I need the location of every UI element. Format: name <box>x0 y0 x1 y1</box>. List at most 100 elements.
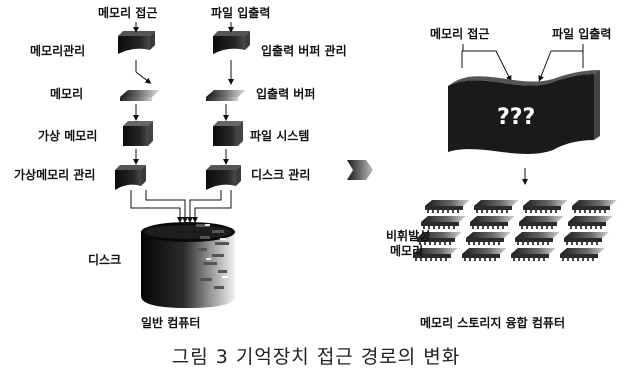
left-memory-slab <box>120 90 160 101</box>
nvm-chip <box>466 232 511 238</box>
left-virtual-memory-cube <box>123 121 153 146</box>
nvm-chip-pin <box>477 226 479 229</box>
nvm-chip-pin <box>491 210 493 213</box>
nvm-label-line1: 비휘발성 <box>386 228 430 243</box>
nvm-chip-pin <box>543 258 545 261</box>
figure-caption: 그림 3 기억장치 접근 경로의 변화 <box>171 346 461 368</box>
nvm-chip <box>462 248 507 254</box>
nvm-chip-pin <box>604 210 606 213</box>
left-memory-access-label: 메모리 접근 <box>98 5 157 20</box>
left-io-buffer-slab <box>206 90 246 101</box>
left-virtual-memory-manager-label: 가상메모리 관리 <box>14 167 95 182</box>
nvm-chip-pin <box>586 242 588 245</box>
nvm-chip-edge <box>462 254 500 258</box>
left-file-io-label: 파일 입출력 <box>211 5 270 20</box>
nvm-chip-edge <box>572 206 610 210</box>
nvm-chip-pin <box>452 210 454 213</box>
nvm-chip-grid <box>413 200 617 261</box>
nvm-chip <box>474 200 519 206</box>
nvm-chip-pin <box>542 242 544 245</box>
nvm-chip-pin <box>447 210 449 213</box>
nvm-chip-pin <box>547 242 549 245</box>
nvm-chip-pin <box>526 226 528 229</box>
nvm-chip-pin <box>533 258 535 261</box>
nvm-chip-pin <box>538 258 540 261</box>
nvm-chip-edge <box>413 254 451 258</box>
nvm-chip-pin <box>469 258 471 261</box>
nvm-chip-pin <box>425 258 427 261</box>
nvm-chip <box>515 232 560 238</box>
nvm-chip-pin <box>464 258 466 261</box>
nvm-chip-pin <box>541 226 543 229</box>
nvm-chip-edge <box>515 238 553 242</box>
nvm-chip-pin <box>472 226 474 229</box>
nvm-chip-pin <box>585 226 587 229</box>
left-disk-manager-block <box>206 165 241 190</box>
nvm-chip-pin <box>551 226 553 229</box>
nvm-chip-pin <box>536 226 538 229</box>
nvm-chip-pin <box>474 258 476 261</box>
nvm-chip-pin <box>443 226 445 229</box>
nvm-chip-edge <box>474 206 512 210</box>
nvm-chip-pin <box>445 258 447 261</box>
transition-arrow-icon <box>347 160 373 180</box>
nvm-chip-pin <box>440 258 442 261</box>
nvm-chip <box>413 248 458 254</box>
nvm-chip-pin <box>525 210 527 213</box>
left-virtual-memory-label: 가상 메모리 <box>38 128 97 143</box>
nvm-chip-pin <box>522 242 524 245</box>
nvm-chip-pin <box>439 242 441 245</box>
nvm-chip-pin <box>423 226 425 229</box>
nvm-chip-pin <box>535 210 537 213</box>
nvm-chip-edge <box>568 222 606 226</box>
nvm-chip-pin <box>521 226 523 229</box>
nvm-chip-pin <box>527 242 529 245</box>
nvm-chip <box>568 216 613 222</box>
nvm-chip-pin <box>531 226 533 229</box>
nvm-chip-pin <box>473 242 475 245</box>
nvm-chip <box>523 200 568 206</box>
nvm-chip-pin <box>479 258 481 261</box>
nvm-chip-pin <box>424 242 426 245</box>
nvm-chip-edge <box>466 238 504 242</box>
nvm-chip-pin <box>530 210 532 213</box>
nvm-chip-pin <box>589 210 591 213</box>
nvm-chip-pin <box>493 242 495 245</box>
nvm-chip-pin <box>419 242 421 245</box>
nvm-chip-pin <box>428 226 430 229</box>
nvm-chip-edge <box>425 206 463 210</box>
nvm-chip-pin <box>540 210 542 213</box>
nvm-chip-pin <box>546 226 548 229</box>
nvm-chip-pin <box>600 226 602 229</box>
disk-cylinder <box>141 222 235 308</box>
nvm-chip-pin <box>476 210 478 213</box>
nvm-chip-pin <box>488 242 490 245</box>
left-io-buffer-manager-label: 입출력 버퍼 관리 <box>261 43 347 58</box>
nvm-chip <box>519 216 564 222</box>
nvm-chip-edge <box>417 238 455 242</box>
nvm-label-line2: 메모리 <box>390 243 423 258</box>
nvm-chip-pin <box>430 258 432 261</box>
nvm-chip-pin <box>483 242 485 245</box>
nvm-chip <box>560 248 605 254</box>
disk-label: 디스크 <box>88 252 121 267</box>
nvm-chip-pin <box>566 242 568 245</box>
nvm-chip-pin <box>484 258 486 261</box>
nvm-chip-pin <box>599 210 601 213</box>
nvm-chip-pin <box>596 242 598 245</box>
nvm-chip-pin <box>580 226 582 229</box>
left-memory-label: 메모리 <box>50 86 83 101</box>
nvm-chip-pin <box>437 210 439 213</box>
nvm-chip-pin <box>492 226 494 229</box>
nvm-chip-pin <box>478 242 480 245</box>
left-io-buffer-label: 입출력 버퍼 <box>256 86 315 101</box>
nvm-chip <box>470 216 515 222</box>
nvm-chip-edge <box>560 254 598 258</box>
right-file-io-label: 파일 입출력 <box>552 26 611 41</box>
nvm-chip-pin <box>498 242 500 245</box>
nvm-chip-pin <box>448 226 450 229</box>
nvm-chip-pin <box>576 242 578 245</box>
converged-computer-caption: 메모리 스토리지 융합 컴퓨터 <box>420 315 565 330</box>
nvm-chip-pin <box>486 210 488 213</box>
